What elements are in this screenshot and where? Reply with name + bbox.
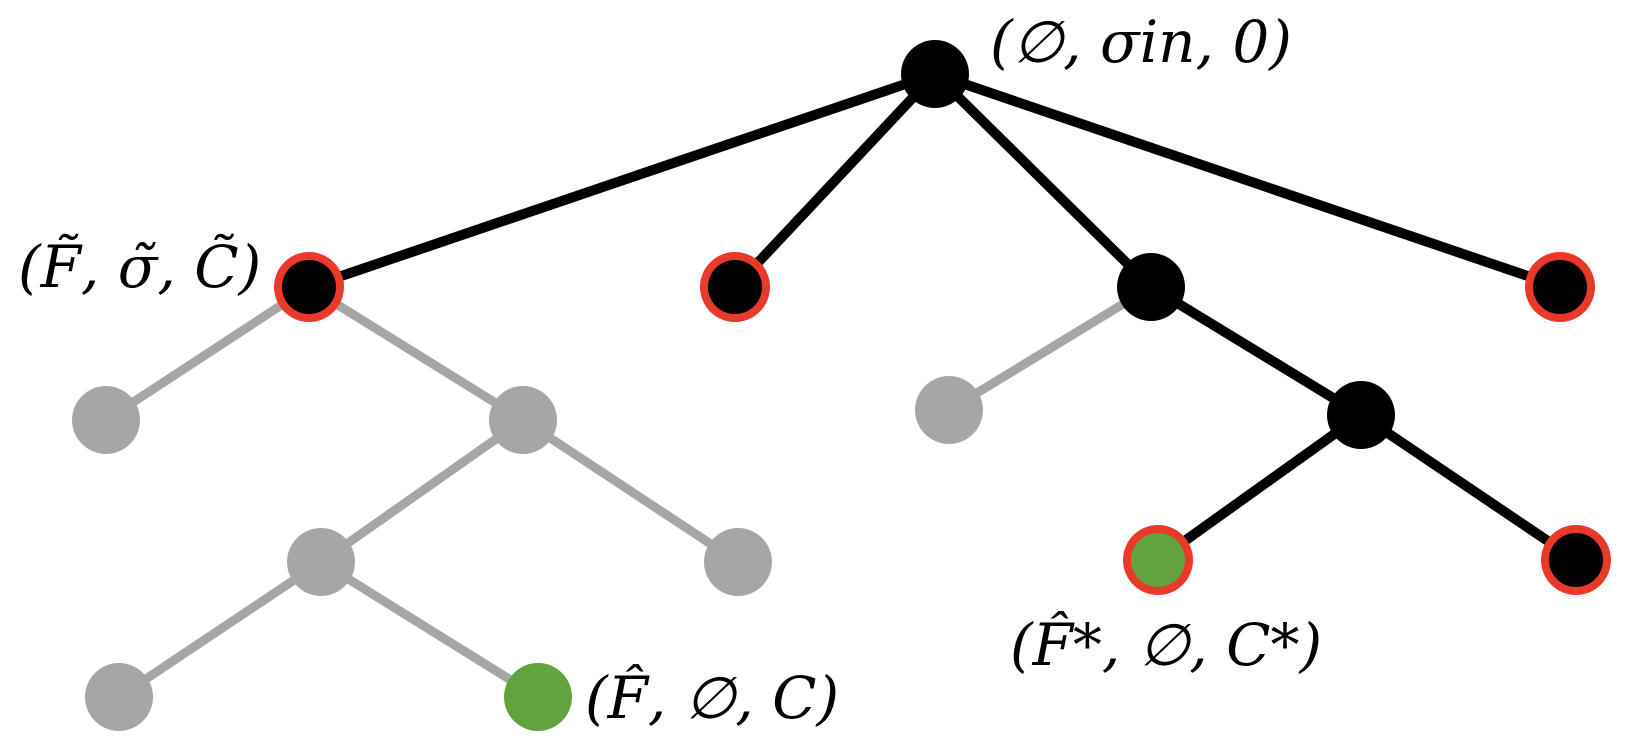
edge-l2-l3 — [318, 416, 526, 566]
edge-root-n3 — [931, 70, 1155, 291]
node-n4 — [1533, 260, 1587, 314]
edge-n3-r1 — [946, 283, 1154, 414]
edge-n1-l2 — [306, 283, 526, 424]
right-solution-label: (F̂*, ∅, C*) — [1010, 610, 1322, 679]
node-l2 — [489, 386, 557, 454]
node-n2 — [708, 260, 762, 314]
node-root — [901, 40, 969, 108]
node-l4 — [704, 528, 772, 596]
node-r3 — [1131, 533, 1185, 587]
edge-n1-l1 — [103, 283, 312, 424]
tilde-node-label: (F̃, σ̃, C̃) — [18, 232, 261, 301]
node-n1 — [282, 260, 336, 314]
labels-layer: (∅, σin, 0) (F̃, σ̃, C̃) (F̂, ∅, C) (F̂*… — [18, 8, 1322, 732]
node-r2 — [1327, 381, 1395, 449]
edges-layer — [103, 69, 1579, 701]
edge-root-n1 — [307, 69, 937, 292]
edge-root-n4 — [933, 69, 1562, 292]
node-l6 — [504, 663, 572, 731]
left-solution-label: (F̂, ∅, C) — [585, 663, 839, 732]
edge-l3-l6 — [318, 558, 541, 701]
nodes-layer — [72, 40, 1611, 731]
node-l3 — [287, 528, 355, 596]
node-r1 — [915, 376, 983, 444]
edge-n3-r2 — [1148, 282, 1364, 420]
node-r4 — [1549, 533, 1603, 587]
node-l5 — [85, 663, 153, 731]
node-n3 — [1117, 253, 1185, 321]
edge-r2-r3 — [1155, 410, 1364, 565]
root-node-label: (∅, σin, 0) — [990, 8, 1292, 76]
edge-r2-r4 — [1358, 410, 1579, 565]
edge-l3-l5 — [116, 558, 324, 701]
node-l1 — [72, 386, 140, 454]
edge-l2-l4 — [520, 416, 741, 566]
edge-root-n2 — [731, 70, 939, 291]
